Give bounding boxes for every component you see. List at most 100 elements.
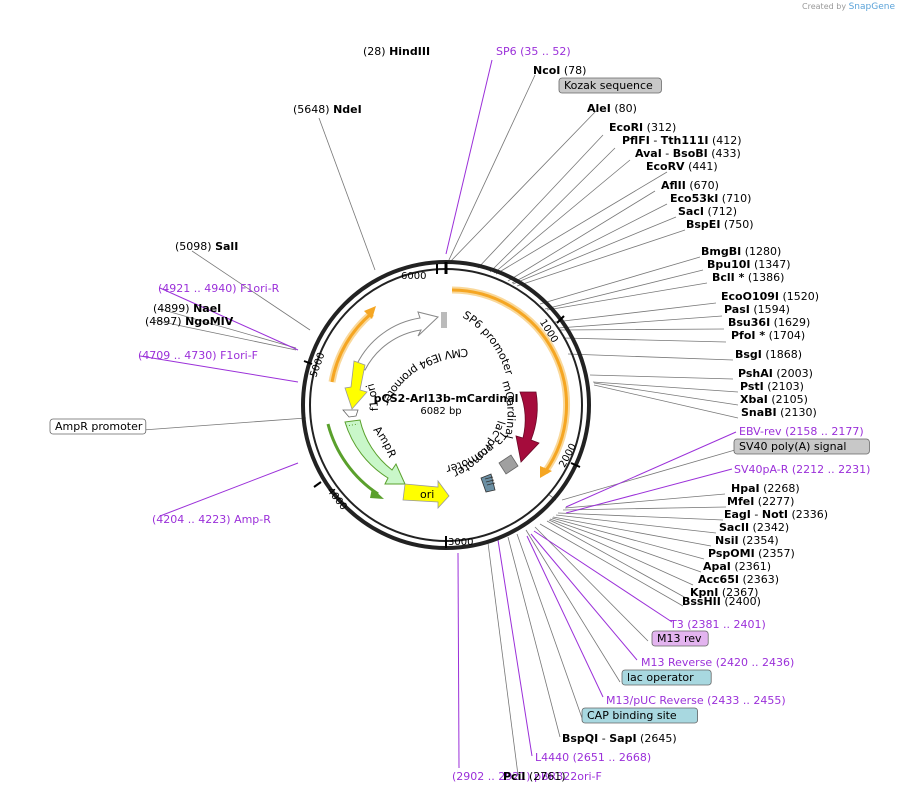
label-pos: (28) bbox=[363, 45, 389, 58]
label-pos: (4709 .. 4730) bbox=[138, 349, 220, 362]
label-text: PstI (2103) bbox=[740, 380, 804, 393]
feature-box-text: AmpR promoter bbox=[55, 420, 143, 433]
label-name: L4440 bbox=[535, 751, 569, 764]
label-sp6-promoter-path: SP6 promoter bbox=[460, 308, 516, 376]
label-20: SacI (712) bbox=[678, 205, 737, 218]
label-47: T3 (2381 .. 2401) bbox=[669, 618, 766, 631]
label-lac-promoter: lac promoter bbox=[451, 419, 508, 480]
label-text: M13 Reverse (2420 .. 2436) bbox=[641, 656, 794, 669]
label-pos: (2268) bbox=[760, 482, 800, 495]
label-text: Eco53kI (710) bbox=[670, 192, 751, 205]
label-text: PshAI (2003) bbox=[738, 367, 813, 380]
label-7: AmpR promoter bbox=[49, 418, 147, 435]
label-pos: (78) bbox=[560, 64, 586, 77]
label-text: AvaI - BsoBI (433) bbox=[635, 147, 741, 160]
label-name: SP6 bbox=[496, 45, 517, 58]
label-text: SV40pA-R (2212 .. 2231) bbox=[734, 463, 870, 476]
label-name: EcoRV bbox=[646, 160, 685, 173]
feature-box-35 bbox=[733, 438, 870, 455]
label-name: EBV-rev bbox=[739, 425, 782, 438]
snapgene-credit: Created by SnapGene bbox=[802, 2, 895, 12]
label-name2: NotI bbox=[762, 508, 788, 521]
label-pos: (1629) bbox=[770, 316, 810, 329]
label-pos: (35 .. 52) bbox=[517, 45, 571, 58]
feature-arc-outer-left-head bbox=[364, 306, 376, 319]
label-text: BspQI - SapI (2645) bbox=[562, 732, 677, 745]
label-33: SnaBI (2130) bbox=[741, 406, 817, 419]
label-pos: (2400) bbox=[721, 595, 761, 608]
label-43: ApaI (2361) bbox=[703, 560, 771, 573]
label-pos: (4897) bbox=[145, 315, 185, 328]
label-text: NsiI (2354) bbox=[715, 534, 779, 547]
label-pos: (712) bbox=[704, 205, 737, 218]
label-pos: (2105) bbox=[768, 393, 808, 406]
label-55: PciI (2761) bbox=[503, 770, 566, 783]
label-name: EcoO109I bbox=[721, 290, 779, 303]
label-pos: (5648) bbox=[293, 103, 333, 116]
label-name: F1ori-R bbox=[240, 282, 280, 295]
label-name: BspEI bbox=[686, 218, 720, 231]
label-40: SacII (2342) bbox=[719, 521, 789, 534]
label-text: EcoO109I (1520) bbox=[721, 290, 819, 303]
label-name: AvaI bbox=[635, 147, 662, 160]
label-text: BmgBI (1280) bbox=[701, 245, 781, 258]
label-sep: - bbox=[662, 147, 673, 160]
label-pos: (2367) bbox=[718, 586, 758, 599]
label-text: NcoI (78) bbox=[533, 64, 586, 77]
credit-brand: SnapGene bbox=[848, 2, 895, 12]
label-text: EcoRI (312) bbox=[609, 121, 676, 134]
label-name: ApaI bbox=[703, 560, 731, 573]
label-name: SalI bbox=[215, 240, 238, 253]
label-pos: (750) bbox=[720, 218, 753, 231]
label-text: PciI (2761) bbox=[503, 770, 566, 783]
label-pos: (433) bbox=[708, 147, 741, 160]
label-16: AvaI - BsoBI (433) bbox=[635, 147, 741, 160]
f1-ori-arrow bbox=[344, 360, 368, 410]
label-51: M13/pUC Reverse (2433 .. 2455) bbox=[606, 694, 786, 707]
label-2: (5098) SalI bbox=[175, 240, 238, 253]
label-1: (5648) NdeI bbox=[293, 103, 362, 116]
label-text: AflII (670) bbox=[661, 179, 719, 192]
label-pos: (2103) bbox=[764, 380, 804, 393]
label-pos: (312) bbox=[643, 121, 676, 134]
label-name: M13/pUC Reverse bbox=[606, 694, 704, 707]
label-name: AflII bbox=[661, 179, 686, 192]
label-text: (4921 .. 4940) F1ori-R bbox=[158, 282, 280, 295]
label-name: HindIII bbox=[389, 45, 430, 58]
label-15: PflFI - Tth111I (412) bbox=[622, 134, 742, 147]
label-0: (28) HindIII bbox=[363, 45, 430, 58]
label-50: lac operator bbox=[621, 669, 712, 686]
label-name: HpaI bbox=[731, 482, 760, 495]
label-pos: (1594) bbox=[750, 303, 790, 316]
label-pos: (2361) bbox=[731, 560, 771, 573]
label-name: Bpu10I bbox=[707, 258, 751, 271]
label-pos: (4899) bbox=[153, 302, 193, 315]
label-9: (2902 .. 2921) pBR322ori-F bbox=[452, 770, 602, 783]
label-pos: (2342) bbox=[749, 521, 789, 534]
label-name: F1ori-F bbox=[220, 349, 258, 362]
t3-lac-marker bbox=[480, 473, 496, 493]
label-8: (4204 .. 4223) Amp-R bbox=[152, 513, 271, 526]
label-18: AflII (670) bbox=[661, 179, 719, 192]
label-text: EBV-rev (2158 .. 2177) bbox=[739, 425, 864, 438]
feature-box-52 bbox=[581, 707, 698, 724]
label-11: NcoI (78) bbox=[533, 64, 586, 77]
label-text: BspEI (750) bbox=[686, 218, 754, 231]
label-text: PflFI - Tth111I (412) bbox=[622, 134, 742, 147]
t3-lac-lines bbox=[484, 476, 496, 486]
label-name2: Tth111I bbox=[661, 134, 709, 147]
label-name: PflFI bbox=[622, 134, 650, 147]
label-name2: SapI bbox=[609, 732, 636, 745]
label-name: pBR322ori-F bbox=[534, 770, 602, 783]
label-name: KpnI bbox=[690, 586, 718, 599]
feature-arc-outer-left bbox=[330, 311, 373, 383]
feature-box-12 bbox=[558, 77, 662, 94]
label-name: MfeI bbox=[727, 495, 754, 508]
label-pos: (1868) bbox=[762, 348, 802, 361]
label-49: M13 Reverse (2420 .. 2436) bbox=[641, 656, 794, 669]
label-pos: (1347) bbox=[751, 258, 791, 271]
label-pos: (1386) bbox=[744, 271, 784, 284]
plasmid-name: pCS2-Arl13b-mCardinal bbox=[374, 392, 519, 405]
label-text: (2902 .. 2921) pBR322ori-F bbox=[452, 770, 602, 783]
